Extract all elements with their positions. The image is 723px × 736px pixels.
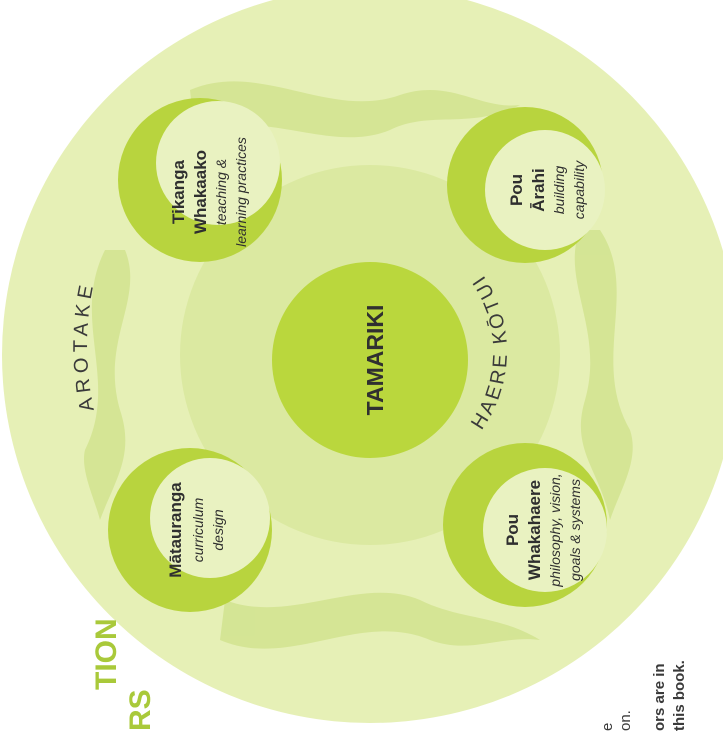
fragment-on: on. bbox=[617, 710, 634, 731]
node-desc-capability: capability bbox=[571, 160, 587, 219]
node-title-arahi: Ārahi bbox=[529, 168, 548, 211]
fragment-e: e bbox=[599, 723, 616, 731]
node-pou-arahi: Pou Ārahi building capability bbox=[447, 107, 605, 263]
center-circle bbox=[272, 262, 468, 458]
arotake-text: AROTAKE bbox=[70, 279, 94, 413]
fragment-this-book: this book. bbox=[671, 660, 688, 731]
node-title-whakaako: Whakaako bbox=[191, 150, 210, 234]
node-desc-learning: learning practices bbox=[233, 137, 249, 247]
node-desc-teaching: teaching & bbox=[213, 159, 229, 225]
node-desc-design: design bbox=[210, 509, 226, 550]
node-tikanga-whakaako: Tikanga Whakaako teaching & learning pra… bbox=[118, 98, 282, 262]
node-title-pou-2: Pou bbox=[503, 514, 522, 546]
left-heading-fragment: TION RS bbox=[90, 618, 157, 731]
node-title-tikanga: Tikanga bbox=[169, 159, 188, 223]
node-desc-goals: goals & systems bbox=[567, 479, 583, 581]
node-title-whakahaere: Whakahaere bbox=[525, 480, 544, 580]
node-desc-curriculum: curriculum bbox=[190, 497, 206, 562]
node-desc-building: building bbox=[551, 166, 567, 214]
bottom-text-fragment: ors are in this book. on. e bbox=[599, 660, 688, 731]
fragment-tion: TION bbox=[90, 618, 123, 690]
arotake-label: AROTAKE bbox=[70, 279, 99, 413]
fragment-rs: RS bbox=[124, 689, 157, 731]
center-label: TAMARIKI bbox=[362, 305, 388, 416]
node-title-matauranga: Mātauranga bbox=[166, 482, 185, 578]
connecting-ribbons bbox=[83, 81, 633, 649]
fragment-ors-are-in: ors are in bbox=[651, 663, 668, 731]
node-desc-philosophy: philosophy, vision, bbox=[547, 473, 563, 587]
node-title-pou-1: Pou bbox=[507, 174, 526, 206]
node-pou-whakahaere: Pou Whakahaere philosophy, vision, goals… bbox=[443, 443, 607, 607]
node-matauranga: Mātauranga curriculum design bbox=[108, 448, 272, 612]
